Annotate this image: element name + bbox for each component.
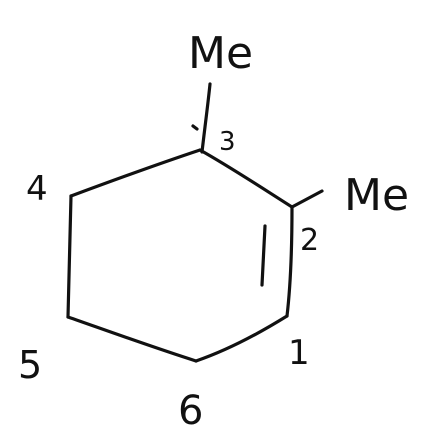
atom-number-2: 2 (300, 223, 319, 258)
bond-c4-c3 (69, 148, 202, 198)
bond-c1-c6 (194, 314, 289, 363)
atom-number-3: 3 (219, 127, 236, 157)
atom-number-4: 4 (26, 169, 48, 209)
double-bond-inner-line (260, 224, 267, 287)
methyl-label-c2: Me (344, 170, 409, 221)
bond-c6-c5 (66, 315, 198, 363)
bond-c2-methyl (290, 189, 324, 209)
atom-number-5: 5 (18, 343, 42, 387)
methyl-label-c3: Me (188, 28, 253, 79)
atom-number-6: 6 (178, 388, 203, 434)
bond-c3-methyl (200, 82, 212, 154)
atom-number-1: 1 (288, 333, 310, 373)
bond-c3-c2 (198, 148, 294, 209)
pen-tick-mark (191, 124, 199, 131)
bond-c2-c1 (285, 205, 294, 318)
bond-c5-c4 (66, 194, 73, 319)
